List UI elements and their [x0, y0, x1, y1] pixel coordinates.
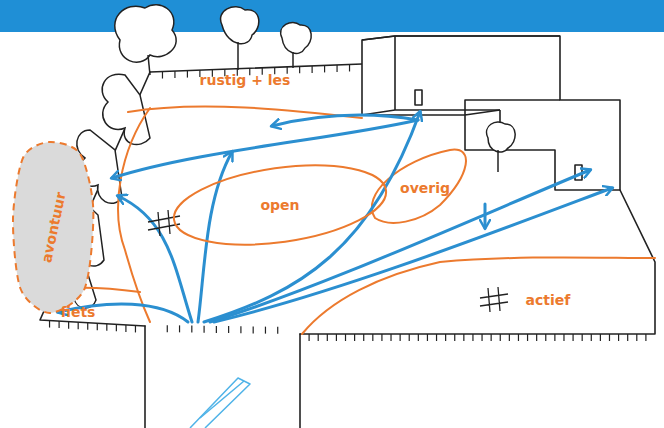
- fence-tick: [627, 334, 628, 341]
- zone: open: [170, 165, 390, 245]
- fence-tick: [187, 71, 188, 78]
- fence-tick: [78, 322, 79, 329]
- fence-tick: [400, 334, 401, 341]
- fence-tick: [345, 334, 346, 341]
- fence-tick: [527, 334, 528, 341]
- zone: fiets: [57, 302, 100, 323]
- building: [362, 36, 620, 190]
- fence-tick: [97, 323, 98, 330]
- fence-tick: [609, 334, 610, 341]
- fence-tick: [618, 334, 619, 341]
- zone-label: open: [260, 197, 299, 214]
- fence-tick: [418, 334, 419, 341]
- fence-tick: [125, 325, 126, 332]
- fence-tick: [216, 326, 217, 333]
- fence-tick: [518, 334, 519, 341]
- fence-tick: [563, 334, 564, 341]
- fence-tick: [49, 321, 50, 328]
- fence-tick: [116, 324, 117, 331]
- fence-tick: [174, 71, 175, 78]
- fence-tick: [253, 326, 254, 333]
- zone: overig: [396, 178, 454, 199]
- zone: actief: [522, 290, 575, 311]
- fence-tick: [87, 323, 88, 330]
- fence-tick: [58, 321, 59, 328]
- fence-tick: [381, 334, 382, 341]
- fence-tick: [472, 334, 473, 341]
- hash-symbols: [148, 210, 508, 312]
- fence-tick: [500, 334, 501, 341]
- zone: rustig + les: [196, 70, 295, 91]
- fence-tick: [409, 334, 410, 341]
- fence-tick: [645, 334, 646, 341]
- zone-boundaries: [40, 106, 655, 334]
- zone-blob: [13, 142, 93, 313]
- fence-tick: [509, 334, 510, 341]
- zone-label: rustig + les: [200, 72, 291, 89]
- fence-tick: [390, 334, 391, 341]
- fence-tick: [277, 327, 278, 334]
- fence-tick: [536, 334, 537, 341]
- fence-tick: [463, 334, 464, 341]
- fence-tick: [436, 334, 437, 341]
- fence-tick: [445, 334, 446, 341]
- fence-tick: [162, 72, 163, 79]
- fence-tick: [240, 326, 241, 333]
- fence-tick: [299, 66, 300, 73]
- fence-tick: [427, 334, 428, 341]
- fence-tick: [372, 334, 373, 341]
- fence-tick: [491, 334, 492, 341]
- fence-tick: [68, 322, 69, 329]
- fence-tick: [454, 334, 455, 341]
- fence-tick: [636, 334, 637, 341]
- fence-tick: [106, 324, 107, 331]
- zone: avontuur: [10, 140, 98, 315]
- fence-tick: [228, 326, 229, 333]
- walking-routes: [58, 112, 612, 322]
- fence-tick: [203, 326, 204, 333]
- fence-tick: [312, 66, 313, 73]
- zone-label: fiets: [61, 304, 96, 321]
- trees: [115, 5, 515, 172]
- fence-tick: [582, 334, 583, 341]
- fence-tick: [324, 65, 325, 72]
- fence-tick: [191, 326, 192, 333]
- fence-tick: [265, 327, 266, 334]
- fence-tick: [349, 64, 350, 71]
- fence-tick: [554, 334, 555, 341]
- fence-tick: [363, 334, 364, 341]
- fence-tick: [318, 334, 319, 341]
- zone-label: overig: [400, 180, 450, 197]
- fence-tick: [481, 334, 482, 341]
- zone-ellipse: [169, 153, 391, 256]
- header-bar: [0, 0, 664, 32]
- fence-tick: [591, 334, 592, 341]
- fence-tick: [167, 325, 168, 332]
- fence-tick: [336, 334, 337, 341]
- fence-tick: [179, 325, 180, 332]
- fence-tick: [545, 334, 546, 341]
- fence-tick: [600, 334, 601, 341]
- zone-label: actief: [526, 292, 571, 309]
- fence-tick: [572, 334, 573, 341]
- entrance-ramp: [190, 378, 250, 428]
- fence-tick: [309, 334, 310, 341]
- fence-tick: [354, 334, 355, 341]
- fence-tick: [327, 334, 328, 341]
- fence-tick: [135, 325, 136, 332]
- fence-tick: [336, 65, 337, 72]
